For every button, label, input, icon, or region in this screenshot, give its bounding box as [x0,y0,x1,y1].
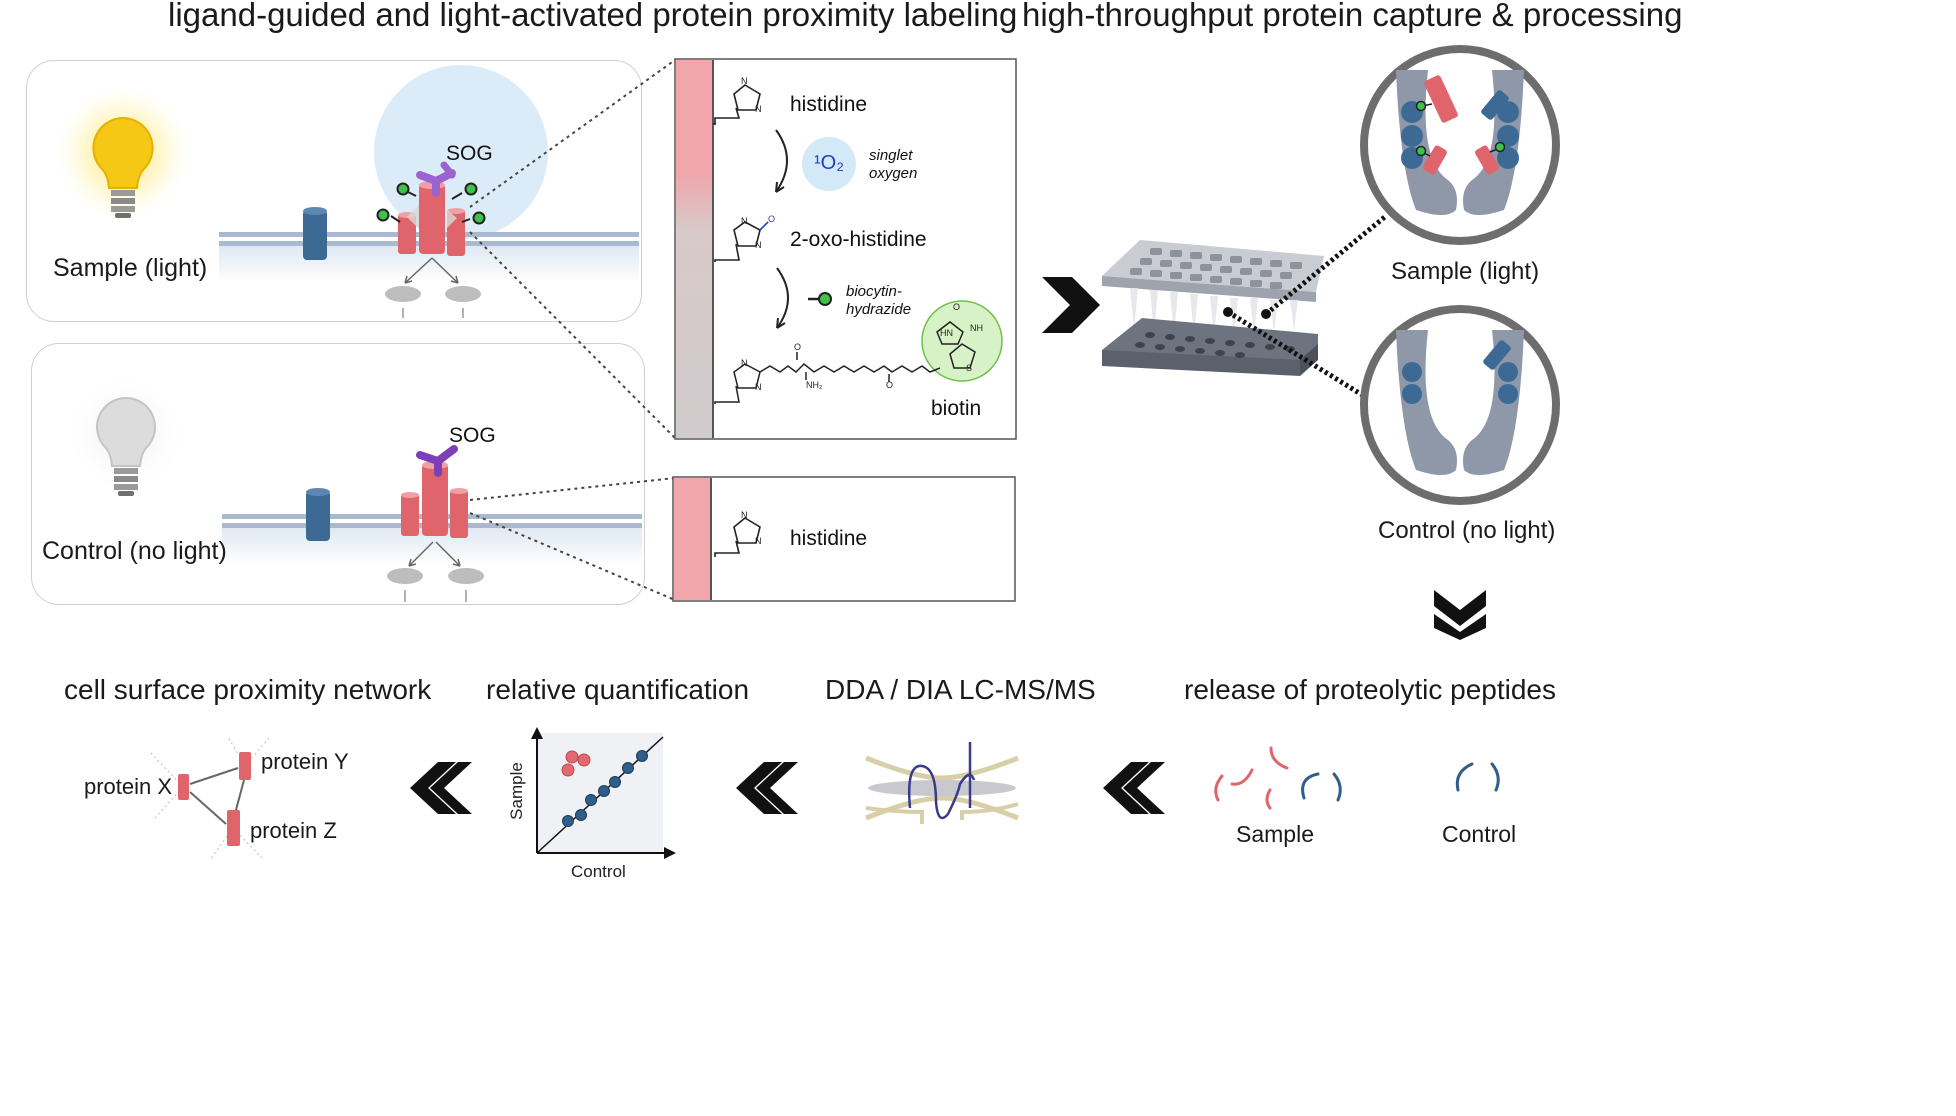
sample-capture-circle [1360,45,1560,245]
signal-arrows-sample [404,257,459,284]
capture-control-label: Control (no light) [1378,517,1556,544]
biocytin-label: biocytin-hydrazide [846,283,912,318]
capture-zoom-lines [1226,214,1388,399]
atom-o-1: O [768,214,776,224]
quantification-plot [531,727,676,859]
quant-title: relative quantification [486,674,750,705]
chevron-right-icon [1042,277,1100,333]
control-point [622,762,634,774]
singlet-oxygen-circle [802,137,856,191]
protein-y-marker [239,752,251,780]
sample-point [565,750,579,764]
atom-o-4: O [953,302,961,312]
proximity-network [149,736,271,861]
atom-nh: NH [970,323,983,333]
atom-n-2: N [755,104,762,114]
atom-n-7: N [741,510,748,520]
control-no-light-label: Control (no light) [42,537,227,565]
release-title: release of proteolytic peptides [1184,674,1556,705]
axis-x-label: Control [571,862,626,881]
axis-y-label: Sample [506,762,526,820]
capture-sample-label: Sample (light) [1391,258,1540,285]
atom-n-8: N [755,536,762,546]
atom-n-6: N [755,382,762,392]
sog-ligand-control [416,445,458,477]
atom-o-2: O [794,342,802,352]
protein-z-marker [227,810,240,846]
histidine-structure-control [714,517,761,557]
protein-x-label: protein X [84,774,173,799]
light-sphere [374,65,548,239]
control-point [609,776,621,788]
release-control-label: Control [1442,821,1517,847]
protein-y-label: protein Y [261,749,349,774]
sample-peptides-icon [1214,746,1342,810]
sample-light-label: Sample (light) [53,254,208,282]
oxo-histidine-label: 2-oxo-histidine [790,228,927,251]
control-point [562,815,574,827]
histidine-label: histidine [790,93,868,116]
blue-protein-control [306,488,330,541]
histidine-label-control: histidine [790,527,868,550]
biotin-pin-icons [376,182,486,225]
atom-n-5: N [741,358,748,368]
atom-hn: HN [940,328,953,338]
filter-plate-icon [1102,240,1324,376]
protein-z-label: protein Z [250,818,337,843]
mass-spec-icon [865,742,1019,824]
atom-s: S [966,363,973,373]
signal-arrows-control [408,541,461,567]
lightbulb-on-icon [51,88,195,232]
reaction-arrow-2 [776,267,789,329]
red-protein-complex-sample [398,181,465,256]
biotin-circle [921,300,1003,382]
sog-ligand-sample [416,161,456,197]
protein-x-marker [178,774,189,800]
lightbulb-off-icon [64,378,188,502]
chevron-down-icon [1434,590,1486,640]
biotin-label: biotin [931,397,982,420]
control-point [575,809,587,821]
singlet-oxygen-symbol: ¹O₂ [814,152,844,174]
atom-nh2: NH₂ [806,380,823,390]
sog-label-sample: SOG [446,142,493,165]
control-point [585,794,597,806]
control-zoom-box [672,476,1016,602]
sog-label-control: SOG [449,424,496,447]
sample-point [577,753,591,767]
atom-n-4: N [755,240,762,250]
blue-protein-sample [303,207,327,260]
control-point [598,785,610,797]
singlet-oxygen-label: singlet oxygen [869,147,918,182]
capture-title: high-throughput protein capture & proces… [1022,0,1683,33]
histidine-structure [713,84,761,125]
control-capture-circle [1360,305,1560,505]
chevron-left-icon-1 [410,762,472,814]
zoom-lines [469,59,676,601]
atom-n-1: N [741,76,748,86]
oxo-histidine-structure [714,221,769,262]
ms-title: DDA / DIA LC-MS/MS [825,674,1096,705]
control-peptides-icon [1455,762,1500,792]
reaction-arrow-1 [775,129,788,193]
chevron-left-icon-2 [736,762,798,814]
biotinylated-product-structure [714,321,976,404]
chevron-left-icon-3 [1103,762,1165,814]
sample-point [561,763,575,777]
reaction-bar [676,60,712,438]
release-sample-label: Sample [1236,821,1314,847]
control-point [636,750,648,762]
labeling-title: ligand-guided and light-activated protei… [168,0,1018,33]
network-title: cell surface proximity network [64,674,432,705]
atom-o-3: O [886,380,894,390]
atom-n-3: N [741,216,748,226]
biocytin-pin-icon [808,292,832,306]
